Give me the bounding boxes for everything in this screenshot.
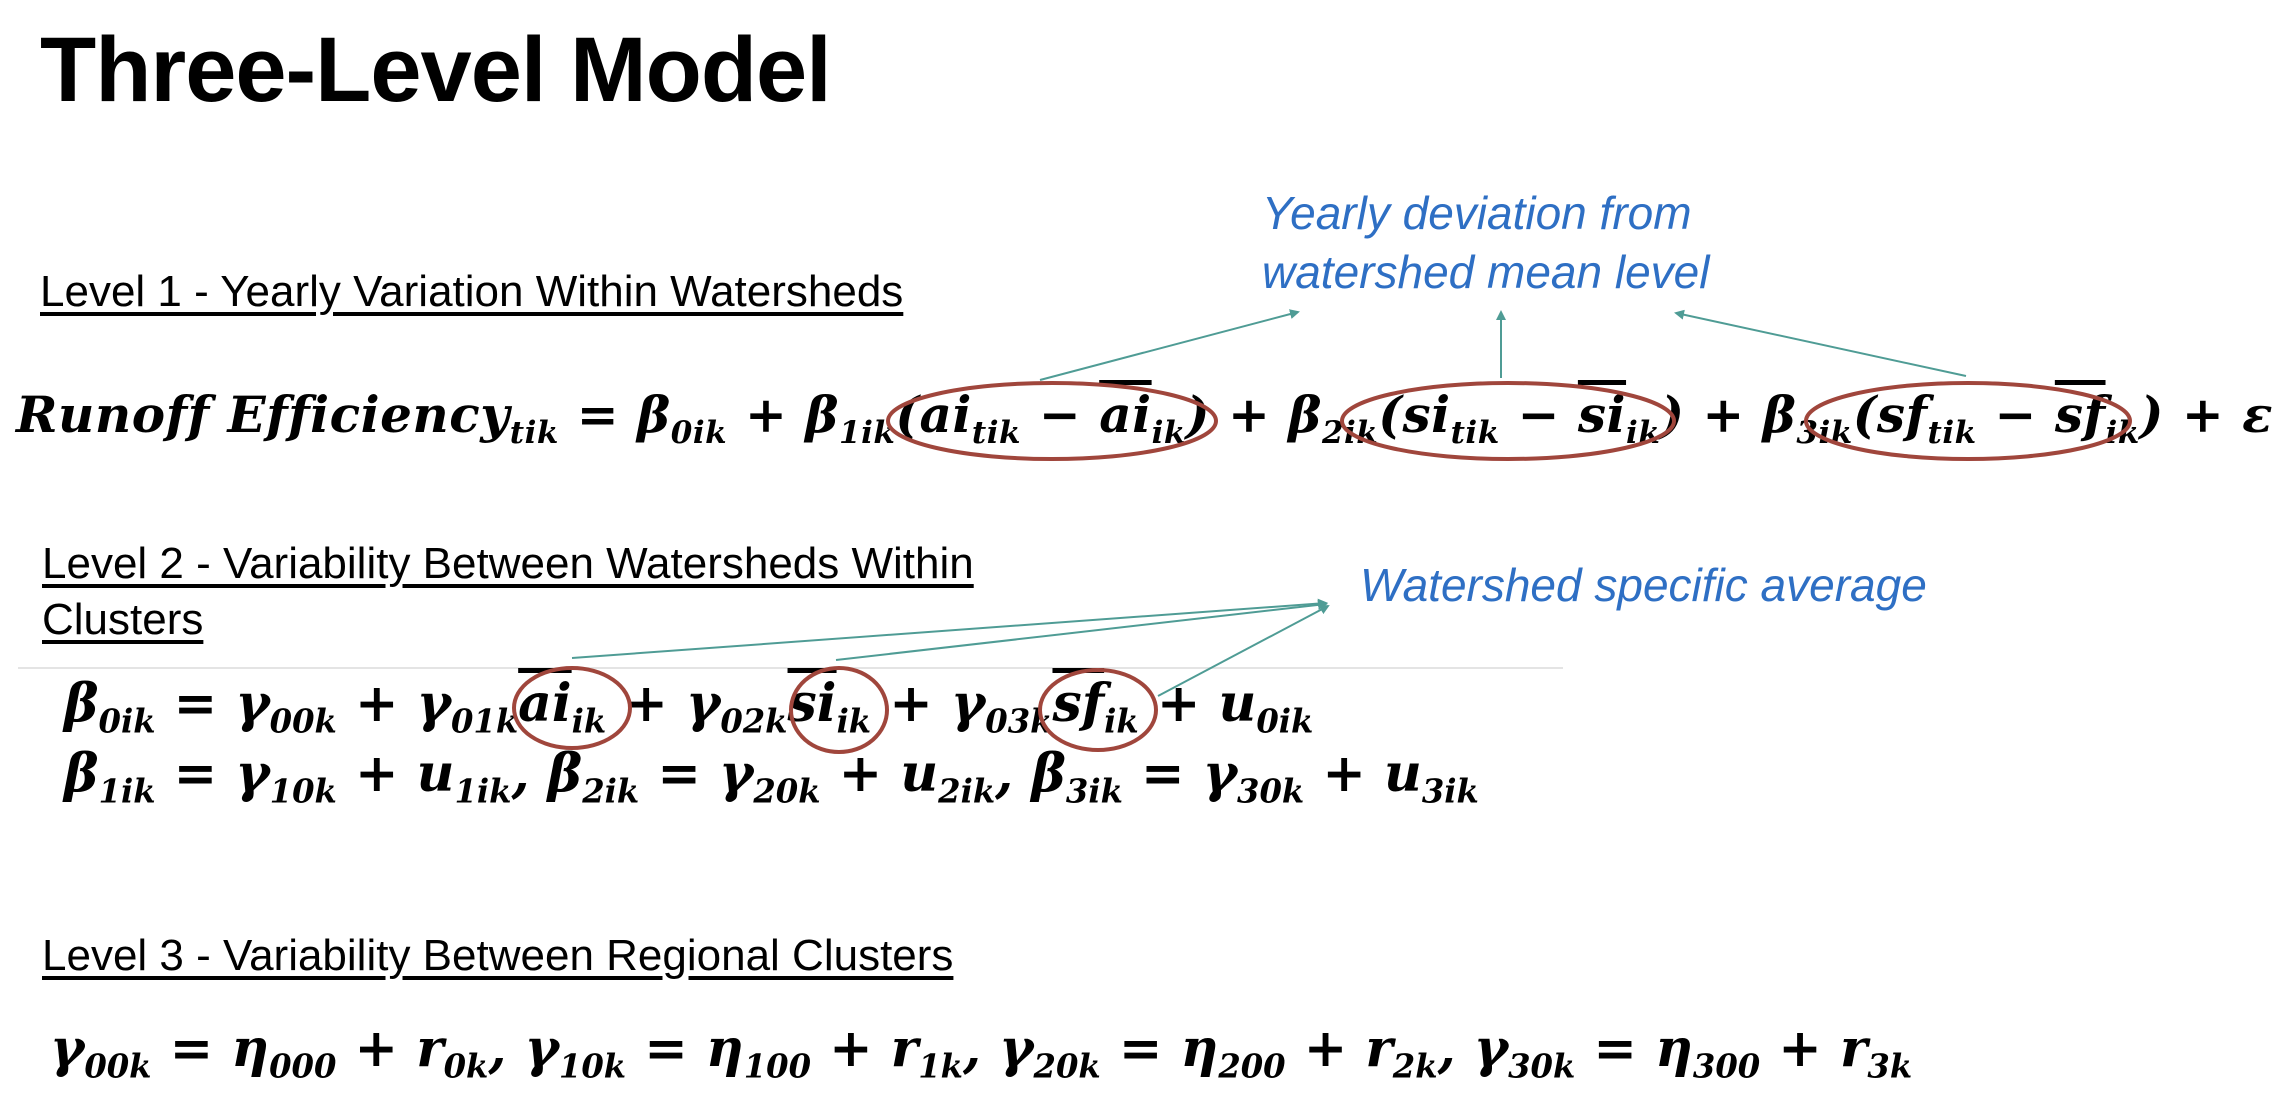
level1-annotation-line1: Yearly deviation from [1262,187,1692,239]
arrow-ai-deviation [1039,309,1300,381]
level1-arrows [1039,309,1967,381]
sf-deviation-highlight [1804,381,2132,461]
si-deviation-highlight [1340,381,1676,461]
level2-annotation: Watershed specific average [1360,559,1927,611]
level2-arrows [571,598,1330,697]
level1-annotation-line2: watershed mean level [1262,246,1710,298]
level3-heading: Level 3 - Variability Between Regional C… [42,931,954,980]
arrow-ai-mean [571,598,1328,659]
level1-equation: Runoff Efficiencytik = β0ik + β1ik(aitik… [16,385,2274,451]
level1-annotation: Yearly deviation from watershed mean lev… [1262,184,1709,302]
arrow-si-mean [835,599,1328,661]
level1-highlights [886,381,2132,461]
ai-mean-highlight [512,666,632,750]
sf-mean-highlight [1038,668,1158,752]
divider-line [18,667,1563,669]
level2-heading: Level 2 - Variability Between Watersheds… [42,536,974,648]
level3-equation: γ00k = η000 + r0k, γ10k = η100 + r1k, γ2… [50,1018,1913,1086]
si-mean-highlight [789,666,889,754]
level2-highlights [512,666,1158,754]
level2-equation-2: β1ik = γ10k + u1ik, β2ik = γ20k + u2ik, … [64,743,1479,811]
level2-heading-line2: Clusters [42,595,204,644]
arrow-sf-deviation [1674,309,1967,377]
arrow-sf-mean [1157,605,1330,697]
level2-heading-line1: Level 2 - Variability Between Watersheds… [42,539,974,588]
level1-heading: Level 1 - Yearly Variation Within Waters… [40,267,904,316]
slide-title: Three-Level Model [40,19,832,121]
ai-deviation-highlight [886,381,1218,461]
